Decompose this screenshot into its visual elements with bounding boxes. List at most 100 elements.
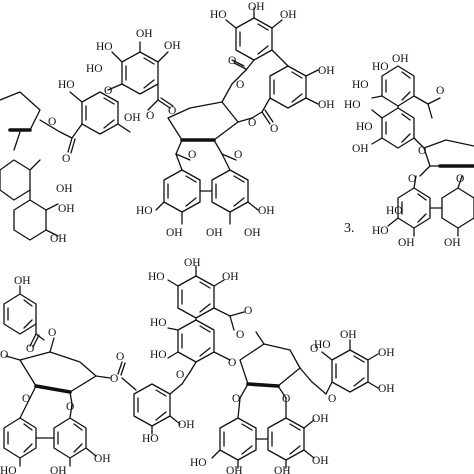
label-ho: HO (210, 9, 227, 21)
ring-bottom-hhdp-c (219, 417, 257, 461)
label-oh: OH (378, 383, 395, 395)
label-oh: OH (280, 9, 297, 21)
label-o: O (62, 153, 70, 165)
label-o: O (418, 145, 426, 157)
ring-bottom-left-galloyl (3, 293, 37, 335)
ring-right-hhdp-d (441, 187, 474, 229)
label-oh: OH (318, 99, 335, 111)
label-o: O (66, 401, 74, 413)
label-o: O (188, 149, 196, 161)
label-o: O (408, 173, 416, 185)
ring-glucose-center (167, 101, 239, 141)
label-ho: HO (142, 433, 159, 445)
ring-bottom-glucose-left (19, 351, 97, 393)
ring-hhdp-top-a (235, 17, 273, 61)
label-o: O (22, 393, 30, 405)
structure-bottom: OH O O O O O O O HO OH OH HO OH O OH HO … (0, 257, 395, 474)
label-oh: OH (222, 271, 239, 283)
label-ho: HO (352, 79, 369, 91)
label-oh: OH (124, 112, 141, 124)
label-o: O (26, 343, 34, 355)
label-ho: HO (150, 317, 167, 329)
label-oh: OH (166, 227, 183, 239)
label-o: O (0, 349, 8, 361)
label-o: O (236, 329, 244, 341)
label-ho: HO (150, 349, 167, 361)
label-oh: OH (274, 465, 291, 474)
label-ho: HO (344, 99, 361, 111)
label-oh: OH (56, 183, 73, 195)
ring-bottom-mid-hhdp-a (177, 275, 215, 319)
label-o: O (236, 79, 244, 91)
label-o: O (48, 116, 56, 128)
label-oh: OH (50, 465, 67, 474)
label-o: O (228, 55, 236, 67)
label-oh: OH (340, 329, 357, 341)
label-o: O (232, 393, 240, 405)
label-oh: OH (178, 419, 195, 431)
ring-hhdp-left-a (0, 159, 31, 201)
structure-top-left: OH HO OH HO HO O OH O O O O O O HO OH OH… (0, 1, 335, 245)
label-ho: HO (372, 61, 389, 73)
label-oh: OH (50, 233, 67, 245)
ring-bottom-center-gallate (133, 383, 171, 427)
label-oh: OH (206, 227, 223, 239)
ring-bottom-hhdp-b (53, 417, 87, 459)
ring-right-hhdp-b (381, 107, 415, 149)
label-oh: OH (184, 257, 201, 269)
label-o: O (176, 369, 184, 381)
label-oh: OH (244, 227, 261, 239)
label-oh: OH (398, 237, 415, 249)
label-o: O (456, 173, 464, 185)
label-o: O (244, 305, 252, 317)
label-oh: OH (312, 413, 329, 425)
ring-hhdp-bottom-b (211, 169, 249, 213)
label-ho: HO (0, 465, 17, 474)
ring-hhdp-bottom-a (163, 169, 201, 213)
label-oh: OH (392, 53, 409, 65)
label-o: O (48, 327, 56, 339)
ring-bottom-hhdp-a (3, 417, 37, 459)
label-ho: HO (314, 339, 331, 351)
label-oh: OH (136, 28, 153, 40)
label-ho: HO (58, 79, 75, 91)
structure-right: 3. HO OH HO HO HO OH O O O O HO HO OH OH (344, 53, 474, 249)
label-oh: OH (318, 65, 335, 77)
label-oh: OH (164, 40, 181, 52)
ring-bottom-mid-hhdp-b (177, 319, 215, 363)
label-ho: HO (372, 225, 389, 237)
compound-3-label: 3. (344, 221, 355, 236)
label-oh: OH (444, 237, 461, 249)
label-ho: HO (86, 63, 103, 75)
label-oh: OH (248, 1, 265, 13)
label-ho: HO (386, 205, 403, 217)
label-o: O (116, 351, 124, 363)
label-oh: OH (378, 347, 395, 359)
ring-hhdp-left-b (13, 199, 47, 241)
label-o: O (248, 117, 256, 129)
label-o: O (270, 123, 278, 135)
label-ho: HO (190, 457, 207, 469)
label-o: O (436, 85, 444, 97)
label-oh: OH (312, 455, 329, 467)
label-oh: OH (258, 205, 275, 217)
label-oh: OH (94, 453, 111, 465)
label-o: O (328, 393, 336, 405)
ring-gallate-left (81, 91, 119, 135)
label-oh: OH (352, 143, 369, 155)
label-o: O (282, 393, 290, 405)
label-ho: HO (148, 271, 165, 283)
label-o: O (310, 343, 318, 355)
label-ho: HO (96, 41, 113, 53)
label-oh: OH (226, 465, 243, 474)
label-o: O (234, 149, 242, 161)
label-o: O (110, 373, 118, 385)
label-o: O (104, 85, 112, 97)
label-o: O (228, 357, 236, 369)
label-o: O (168, 105, 176, 117)
ring-bottom-hhdp-d (267, 417, 305, 461)
label-oh: OH (58, 203, 75, 215)
label-o: O (146, 110, 154, 122)
